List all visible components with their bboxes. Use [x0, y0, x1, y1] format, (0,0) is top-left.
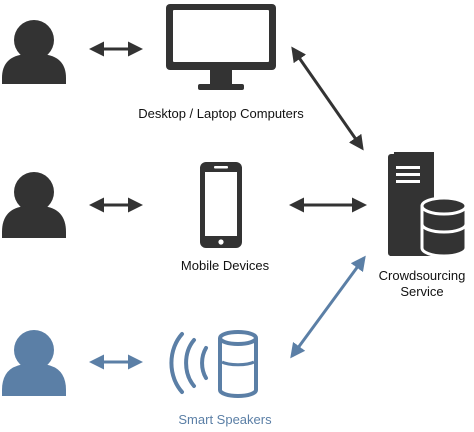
- service-label-line-2: Service: [400, 284, 444, 299]
- service-label-line-1: Crowdsourcing: [378, 268, 466, 283]
- desktop-service-arrow: [291, 46, 364, 151]
- service-label: Crowdsourcing Service: [372, 268, 472, 300]
- smart-speaker-icon: [169, 330, 258, 398]
- server-database-icon: [388, 152, 468, 258]
- speaker-service-arrow: [290, 255, 366, 359]
- speaker-label: Smart Speakers: [178, 412, 272, 427]
- smartphone-icon: [200, 162, 242, 248]
- mobile-label: Mobile Devices: [180, 258, 270, 273]
- desktop-label: Desktop / Laptop Computers: [138, 106, 304, 121]
- user-icon: [2, 20, 66, 84]
- user-icon: [2, 172, 66, 238]
- monitor-icon: [166, 4, 276, 90]
- user-icon: [2, 330, 66, 396]
